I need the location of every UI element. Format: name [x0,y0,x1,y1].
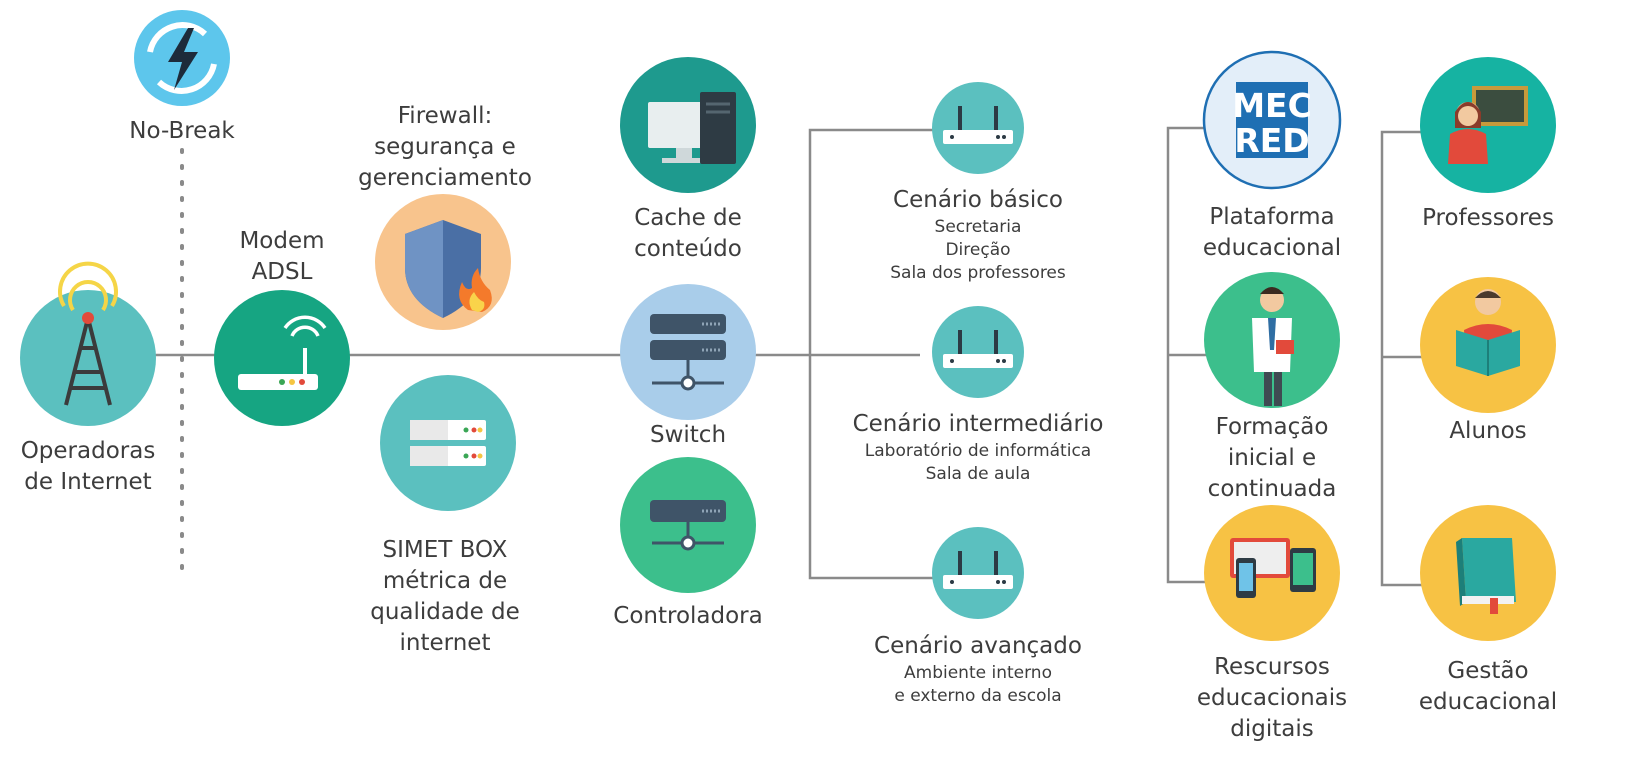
shield-icon [375,194,511,330]
basico-label: Cenário básico Secretaria Direção Sala d… [890,185,1066,285]
svg-text:RED: RED [1234,121,1309,160]
operadoras-label-line: de Internet [24,469,152,495]
avancado-label: Cenário avançado Ambiente interno e exte… [874,631,1082,708]
scenario-item: e externo da escola [894,686,1062,706]
simet-label-line: internet [399,630,491,656]
formacao-label: Formação inicial e continuada [1208,412,1337,505]
users-bracket [1380,130,1425,587]
modem-icon [214,290,350,426]
scenario-item: Secretaria [934,217,1022,237]
simet-label: SIMET BOX métrica de qualidade de intern… [370,535,520,659]
simet-label-line: qualidade de [370,599,520,625]
computer-icon [620,57,756,193]
operadoras-label-line: Operadoras [20,438,156,464]
recursos-label-line: Rescursos [1214,654,1330,680]
plataforma-label-line: Plataforma [1209,204,1335,230]
plataforma-label-line: educacional [1202,235,1342,261]
scenario-bracket [808,128,935,580]
recursos-label-line: digitais [1230,716,1314,742]
modem-label-line: Modem [239,228,325,254]
book-icon [1420,505,1556,641]
professores-label: Professores [1422,203,1554,234]
switch-label-line: Switch [649,422,727,448]
plataforma-label: Plataforma educacional [1203,202,1341,264]
formacao-label-line: inicial e [1227,445,1317,471]
mec-red-logo-icon: MEC RED [1202,50,1342,190]
controladora-label-line: Controladora [613,603,763,629]
nobreak-icon [134,10,230,106]
modem-label: Modem ADSL [239,226,324,288]
scenario-item: Direção [945,240,1011,260]
formacao-label-line: continuada [1207,476,1337,502]
controladora-label: Controladora [613,601,762,632]
server-box-icon [380,375,516,511]
teacher-person-icon [1204,272,1340,408]
svg-text:MEC: MEC [1232,86,1312,125]
recursos-label: Rescursos educacionais digitais [1197,652,1347,745]
nobreak-label-line: No-Break [129,118,235,144]
connector-lines [88,126,1425,587]
scenario-title: Cenário básico [893,187,1063,213]
scenario-item: Ambiente interno [904,663,1052,683]
firewall-label-line: segurança e [374,134,516,160]
tower-icon [20,261,156,426]
modem-label-line: ADSL [251,259,313,285]
router-icon-advanced [932,527,1024,619]
formacao-label-line: Formação [1215,414,1329,440]
simet-label-line: métrica de [382,568,508,594]
scenario-title: Cenário intermediário [852,411,1104,437]
recursos-label-line: educacionais [1196,685,1348,711]
simet-label-line: SIMET BOX [382,537,508,563]
professores-label-line: Professores [1422,205,1554,231]
student-reading-icon [1420,277,1556,413]
controller-icon [620,457,756,593]
alunos-label-line: Alunos [1449,418,1527,444]
switch-label: Switch [650,420,726,451]
nobreak-label: No-Break [129,116,234,147]
operadoras-label: Operadoras de Internet [21,436,156,498]
cache-label-line: conteúdo [634,236,742,262]
cache-label-line: Cache de [634,205,742,231]
switch-icon [620,284,756,420]
firewall-label-line: gerenciamento [358,165,532,191]
firewall-label: Firewall: segurança e gerenciamento [358,101,532,194]
router-icon-basic [932,82,1024,174]
teacher-board-icon [1420,57,1556,193]
gestao-label: Gestão educacional [1419,656,1557,718]
scenario-item: Sala de aula [925,464,1031,484]
intermediario-label: Cenário intermediário Laboratório de inf… [853,409,1104,486]
alunos-label: Alunos [1449,416,1526,447]
scenario-title: Cenário avançado [874,633,1082,659]
router-icon-intermediate [932,306,1024,398]
scenario-item: Laboratório de informática [864,441,1092,461]
scenario-item: Sala dos professores [890,263,1066,283]
gestao-label-line: educacional [1418,689,1558,715]
firewall-label-line: Firewall: [397,103,493,129]
devices-icon [1204,505,1340,641]
gestao-label-line: Gestão [1447,658,1529,684]
cache-label: Cache de conteúdo [634,203,742,265]
